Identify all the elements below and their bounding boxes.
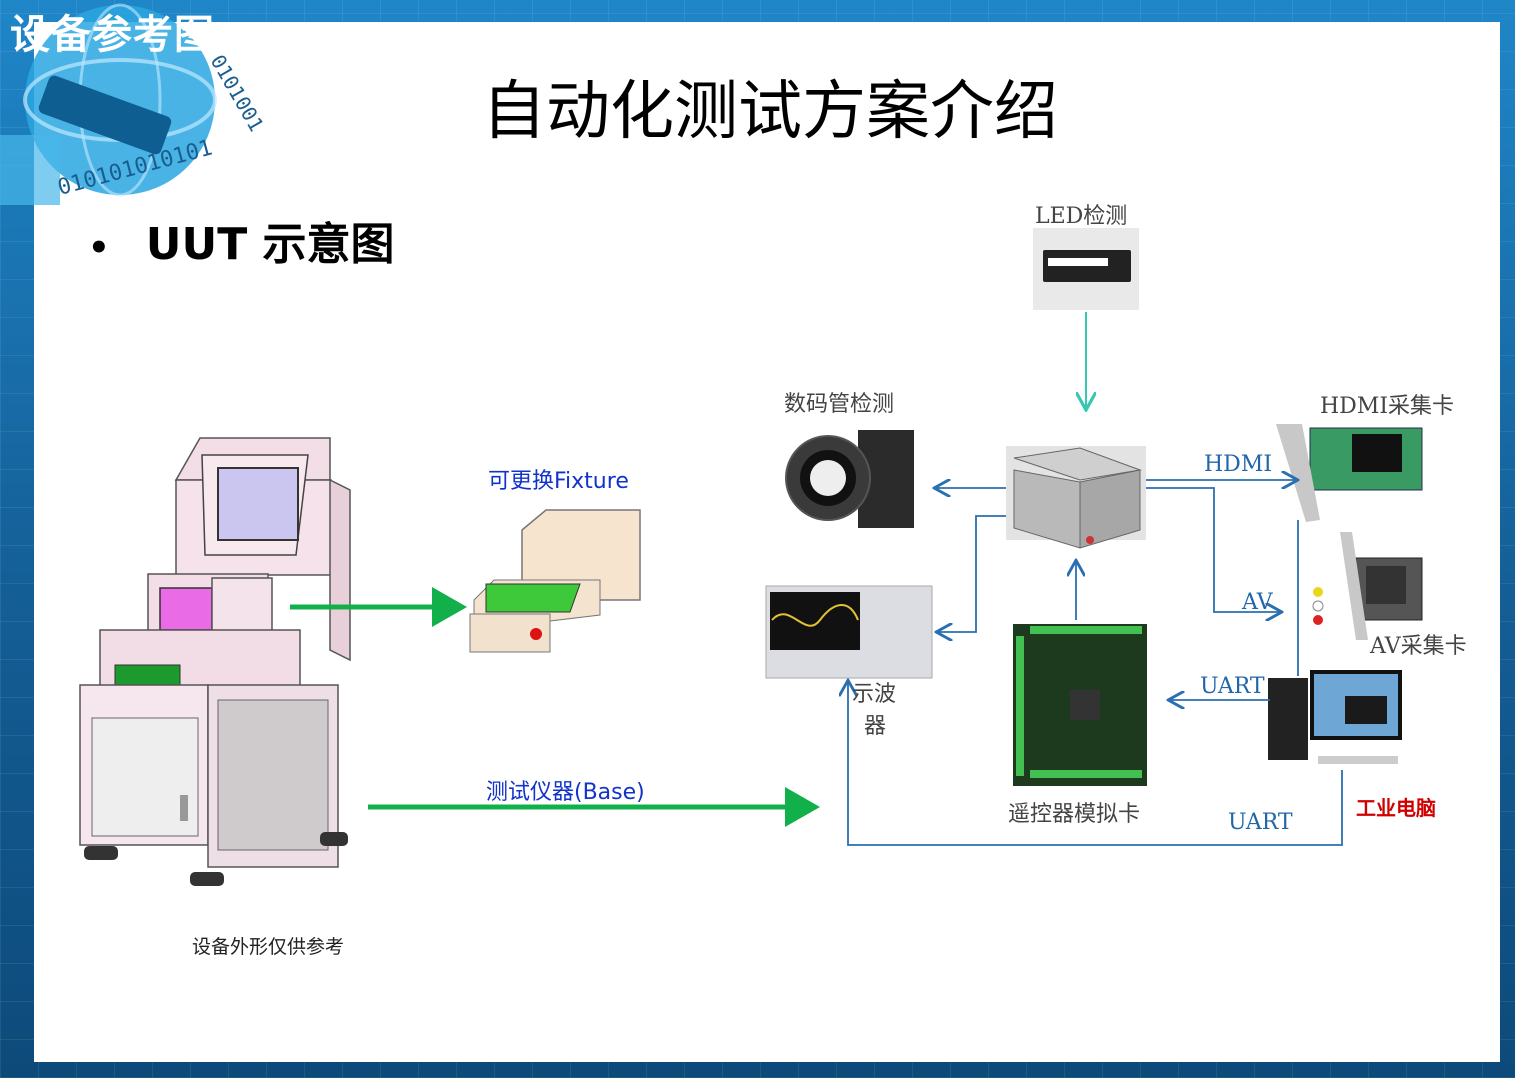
- led-detector-image: [1033, 228, 1139, 310]
- industrial-pc-label: 工业电脑: [1356, 796, 1436, 820]
- disclaimer-caption: 设备外形仅供参考: [192, 936, 345, 958]
- controller-box-image: [1006, 446, 1146, 549]
- oscilloscope-image: [765, 585, 933, 679]
- corner-title: 设备参考图: [10, 12, 215, 58]
- av-card-label: AV采集卡: [1370, 634, 1467, 659]
- segment-display-label: 数码管检测: [784, 392, 895, 417]
- connector-lines: [848, 480, 1343, 846]
- fixture-drawing: [469, 509, 641, 653]
- base-label: 测试仪器(Base): [486, 780, 645, 805]
- led-label: LED检测: [1035, 204, 1128, 229]
- fixture-label: 可更换Fixture: [488, 469, 629, 494]
- av-link-label: AV: [1242, 590, 1273, 615]
- industrial-pc-image: [1268, 670, 1402, 764]
- uart-link-label-1: UART: [1200, 674, 1265, 699]
- camera-image: [785, 430, 914, 528]
- test-machine-drawing: [79, 437, 351, 886]
- hdmi-capture-card-image: [1276, 424, 1423, 522]
- av-capture-card-image: [1312, 532, 1423, 640]
- uart-link-label-2: UART: [1228, 810, 1293, 835]
- hdmi-card-label: HDMI采集卡: [1320, 394, 1455, 419]
- section-bullet: • UUT 示意图: [88, 208, 395, 272]
- oscilloscope-label-line2: 器: [864, 714, 887, 739]
- page-title: 自动化测试方案介绍: [482, 75, 1058, 149]
- bullet-text: UUT 示意图: [145, 219, 395, 270]
- bullet-dot-icon: •: [88, 228, 110, 268]
- remote-sim-label: 遥控器模拟卡: [1008, 802, 1141, 827]
- hdmi-link-label: HDMI: [1204, 452, 1273, 477]
- remote-sim-board-image: [1013, 624, 1147, 786]
- oscilloscope-label-line1: 示波: [852, 682, 897, 707]
